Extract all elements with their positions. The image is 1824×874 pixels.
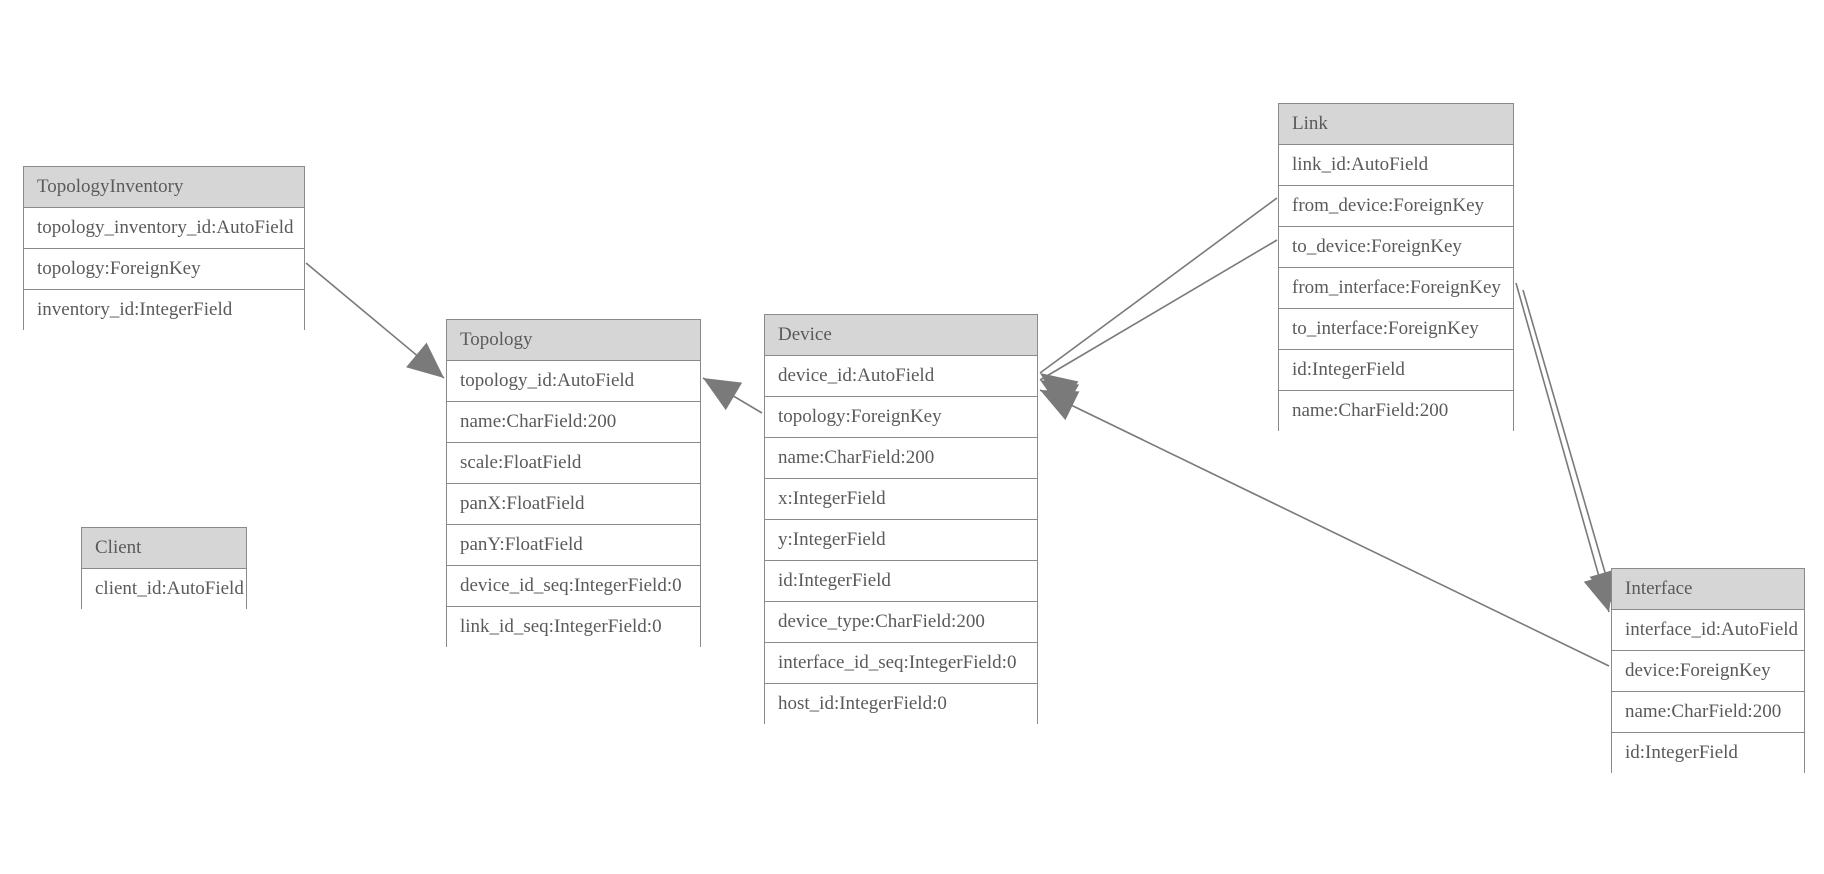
entity-attribute: name:CharField:200 [765, 438, 1037, 479]
entity-attribute: interface_id_seq:IntegerField:0 [765, 643, 1037, 684]
entity-attribute: id:IntegerField [1279, 350, 1513, 391]
entity-attribute: to_device:ForeignKey [1279, 227, 1513, 268]
entity-attribute: from_device:ForeignKey [1279, 186, 1513, 227]
entity-title-device: Device [765, 315, 1037, 356]
rel-link-from-interface [1515, 282, 1615, 613]
entity-attribute: name:CharField:200 [1279, 391, 1513, 432]
entity-attribute: id:IntegerField [1612, 733, 1804, 774]
entity-attribute: name:CharField:200 [1612, 692, 1804, 733]
rel-device-topology [702, 377, 763, 414]
entity-attribute: device_id:AutoField [765, 356, 1037, 397]
entity-title-client: Client [82, 528, 246, 569]
entity-attribute: topology:ForeignKey [765, 397, 1037, 438]
rel-topologyinventory-topology [305, 262, 445, 379]
entity-title-topology_inventory: TopologyInventory [24, 167, 304, 208]
entity-attribute: link_id:AutoField [1279, 145, 1513, 186]
entity-attribute: device:ForeignKey [1612, 651, 1804, 692]
entity-attribute: x:IntegerField [765, 479, 1037, 520]
entity-attribute: client_id:AutoField [82, 569, 246, 610]
entity-attribute: panY:FloatField [447, 525, 700, 566]
entity-attribute: topology:ForeignKey [24, 249, 304, 290]
rel-link-from-device [1039, 197, 1278, 408]
entity-attribute: panX:FloatField [447, 484, 700, 525]
entity-attribute: host_id:IntegerField:0 [765, 684, 1037, 725]
entity-attribute: scale:FloatField [447, 443, 700, 484]
entity-attribute: topology_inventory_id:AutoField [24, 208, 304, 249]
entity-title-link: Link [1279, 104, 1513, 145]
entity-attribute: from_interface:ForeignKey [1279, 268, 1513, 309]
entity-title-topology: Topology [447, 320, 700, 361]
entity-attribute: device_type:CharField:200 [765, 602, 1037, 643]
entity-attribute: device_id_seq:IntegerField:0 [447, 566, 700, 607]
entity-attribute: inventory_id:IntegerField [24, 290, 304, 331]
entity-attribute: topology_id:AutoField [447, 361, 700, 402]
rel-link-to-device [1039, 239, 1278, 413]
entity-attribute: link_id_seq:IntegerField:0 [447, 607, 700, 648]
rel-link-to-interface [1522, 289, 1621, 608]
entity-attribute: interface_id:AutoField [1612, 610, 1804, 651]
entity-attribute: y:IntegerField [765, 520, 1037, 561]
entity-attribute: to_interface:ForeignKey [1279, 309, 1513, 350]
entity-attribute: id:IntegerField [765, 561, 1037, 602]
entity-attribute: name:CharField:200 [447, 402, 700, 443]
entity-title-interface: Interface [1612, 569, 1804, 610]
